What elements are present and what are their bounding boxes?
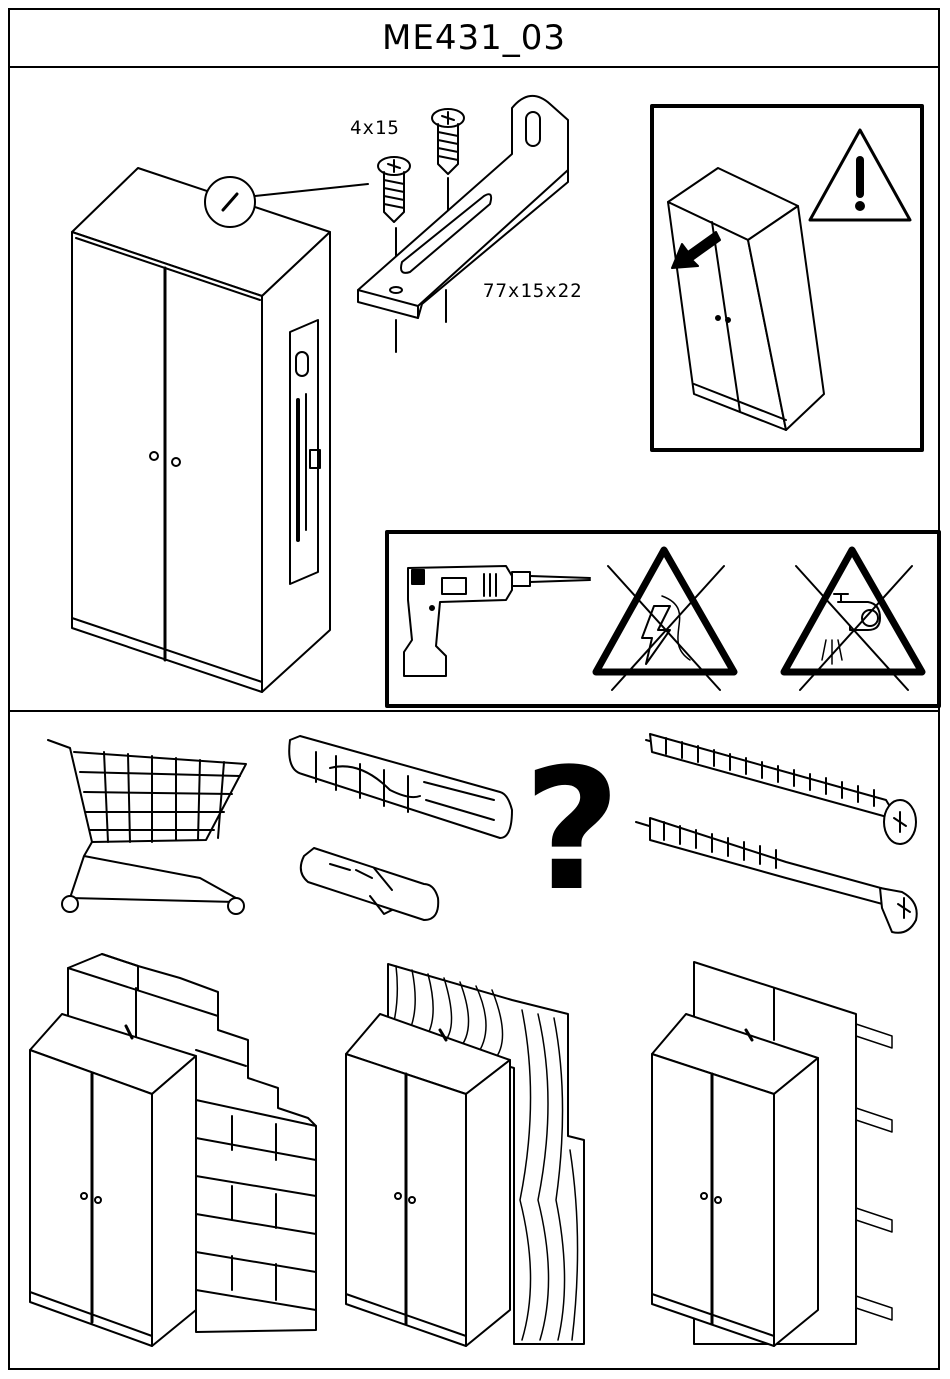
no-electric-cable-icon xyxy=(596,550,734,690)
shopping-cart-icon xyxy=(48,740,246,914)
question-mark: ? xyxy=(523,732,620,928)
tip-over-warning-panel xyxy=(652,106,922,450)
drill-icon xyxy=(404,566,590,676)
wardrobe-brick-wall xyxy=(30,1014,196,1346)
question-mark-icon: ? xyxy=(523,732,620,928)
wall-plug-icon xyxy=(289,736,512,920)
wardrobe-plasterboard-wall xyxy=(652,1014,818,1346)
long-screw-icon xyxy=(636,734,917,933)
drilling-caution-panel xyxy=(387,532,939,706)
wardrobe-illustration xyxy=(72,168,368,692)
wardrobe-wood-wall xyxy=(346,1014,510,1346)
wall-bracket-icon xyxy=(358,96,568,318)
no-water-pipe-icon xyxy=(784,550,922,690)
